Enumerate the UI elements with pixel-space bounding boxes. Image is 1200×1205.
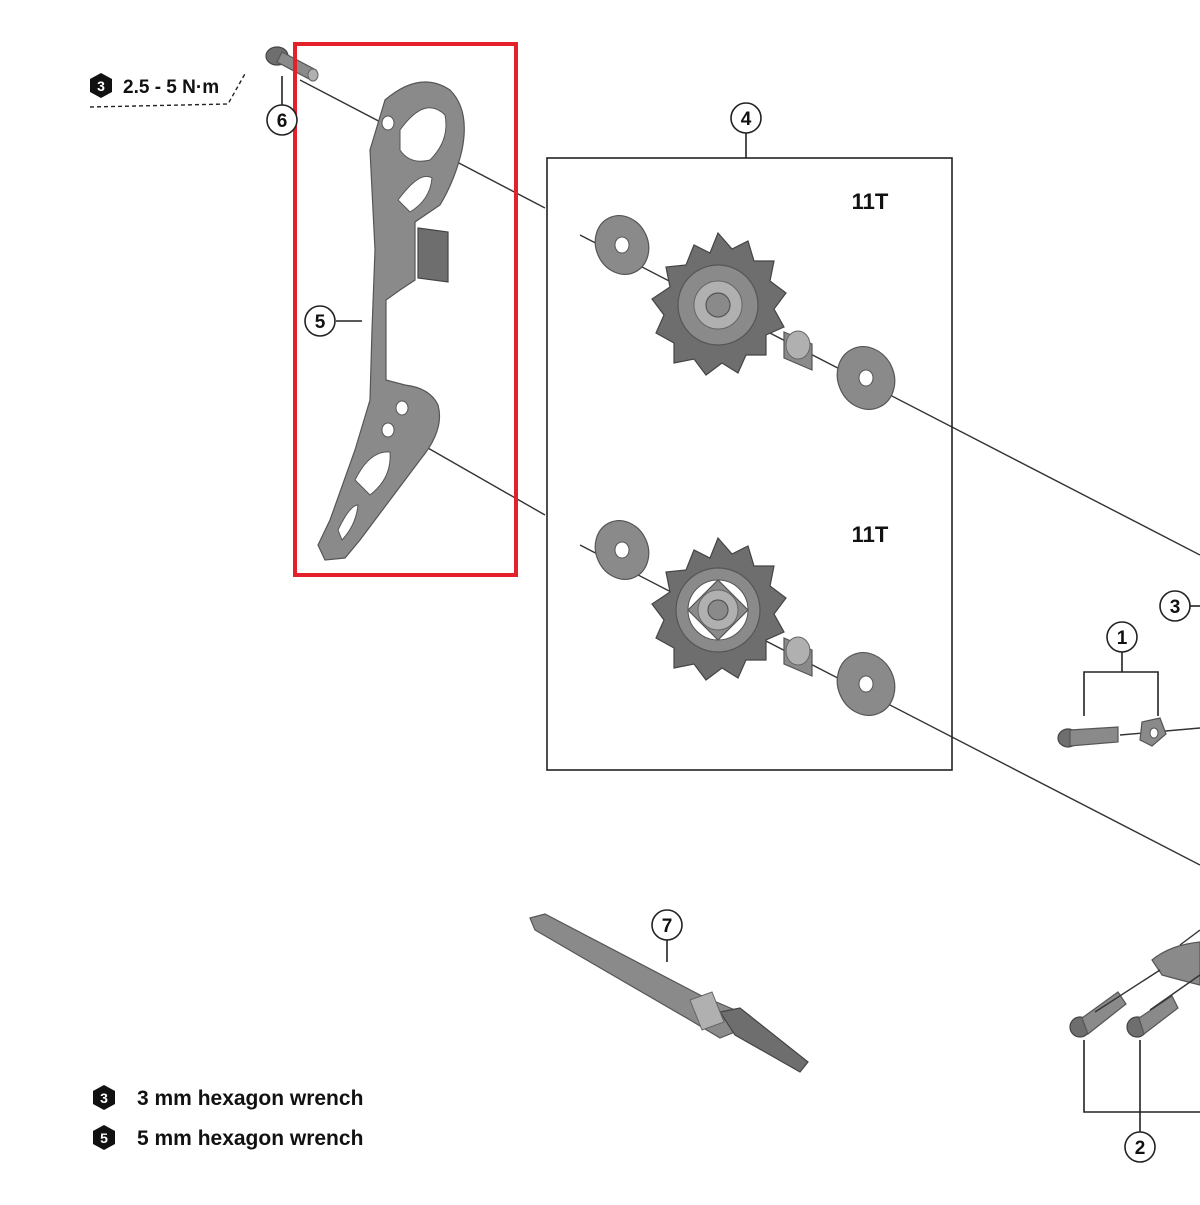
tool-part-7 (529, 913, 809, 1073)
bolts-part-2 (1069, 929, 1200, 1038)
upper-pulley-teeth-label: 11T (852, 189, 889, 214)
svg-text:2: 2 (1135, 1138, 1146, 1159)
svg-text:3: 3 (97, 78, 105, 94)
svg-text:1: 1 (1117, 628, 1128, 649)
hex-wrench-3-icon (90, 73, 112, 98)
callout-6: 6 (266, 104, 298, 136)
torque-spec: 3 2.5 - 5 N·m (90, 73, 219, 98)
hex-wrench-5-icon (93, 1125, 115, 1150)
callout-4: 4 (730, 102, 762, 134)
svg-text:5 mm hexagon wrench: 5 mm hexagon wrench (137, 1127, 363, 1150)
inner-cage-plate-part-5 (317, 81, 465, 561)
callout-5: 5 (304, 305, 336, 337)
lower-pulley-wheel (651, 536, 787, 681)
legend: 3 3 mm hexagon wrench 5 5 mm hexagon wre… (93, 1085, 363, 1150)
svg-text:3: 3 (1170, 597, 1181, 618)
svg-text:4: 4 (741, 109, 752, 130)
svg-text:5: 5 (315, 312, 326, 333)
callout-3: 3 (1159, 590, 1191, 622)
lower-pulley-assembly (594, 520, 896, 716)
pulley-set-box-part-4 (546, 157, 953, 771)
bolt-part-6 (265, 46, 319, 82)
svg-text:2.5 - 5 N·m: 2.5 - 5 N·m (123, 77, 219, 98)
highlight-box (293, 42, 518, 577)
lower-pulley-teeth-label: 11T (852, 522, 889, 547)
upper-pulley-assembly (594, 215, 896, 410)
callout-2: 2 (1124, 1131, 1156, 1163)
legend-item-5mm: 5 5 mm hexagon wrench (93, 1125, 363, 1150)
hex-wrench-3-icon (93, 1085, 115, 1110)
leader-lines (89, 71, 1200, 1132)
svg-text:6: 6 (277, 111, 288, 132)
bolt-and-nut-part-1 (1057, 717, 1167, 748)
svg-text:5: 5 (100, 1130, 108, 1146)
upper-pulley-wheel (651, 231, 787, 376)
svg-text:3 mm hexagon wrench: 3 mm hexagon wrench (137, 1087, 363, 1110)
svg-text:3: 3 (100, 1090, 108, 1106)
callout-1: 1 (1106, 621, 1138, 653)
svg-text:7: 7 (662, 916, 673, 937)
callout-7: 7 (651, 909, 683, 941)
legend-item-3mm: 3 3 mm hexagon wrench (93, 1085, 363, 1110)
